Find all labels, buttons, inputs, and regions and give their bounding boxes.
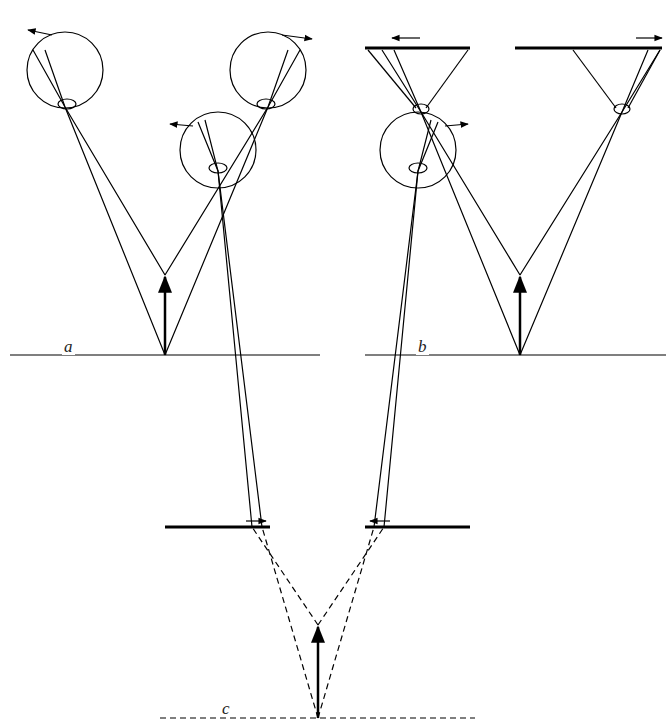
- panel-label: a: [62, 338, 75, 355]
- panel-label: b: [416, 338, 429, 355]
- panel-label: c: [220, 700, 232, 717]
